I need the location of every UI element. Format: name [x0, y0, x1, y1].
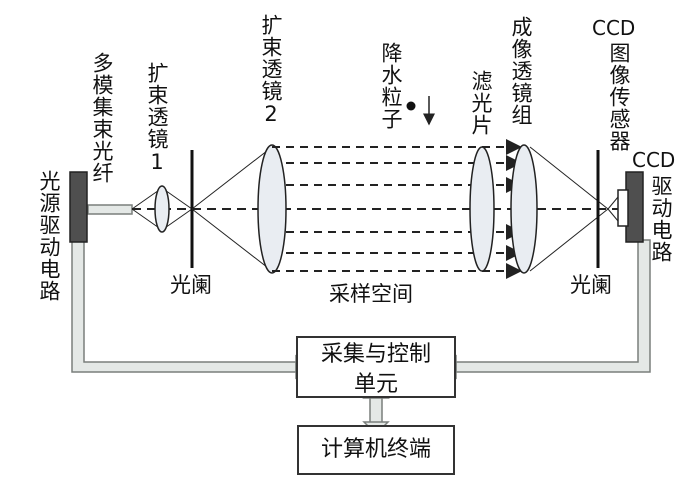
- parallel-rays: [272, 139, 522, 279]
- expander-lens-2: [257, 144, 287, 274]
- label-ccd-sensor: 图像传感器: [607, 42, 631, 152]
- light-source-block: [69, 171, 88, 243]
- terminal-box: 计算机终端: [297, 425, 455, 475]
- label-light-driver: 光源驱动电路: [37, 170, 61, 302]
- imaging-lens-group: [510, 144, 538, 274]
- control-unit-line2: 单元: [353, 372, 398, 397]
- beam-expanding: [191, 146, 273, 272]
- label-ccd-driver-top: CCD: [632, 148, 676, 172]
- label-ccd-sensor-top: CCD: [592, 16, 636, 40]
- label-precipitation-particles: 降水粒子: [379, 42, 403, 130]
- ccd-sensor-chip: [617, 189, 629, 227]
- label-ccd-driver: 驱动电路: [649, 175, 673, 263]
- beam-converging: [529, 146, 619, 272]
- control-unit-line1: 采集与控制: [320, 342, 431, 367]
- label-sampling-space: 采样空间: [329, 282, 413, 306]
- pipe-left: [71, 239, 297, 373]
- label-multimode-fiber: 多模集束光纤: [90, 52, 114, 184]
- filter-element: [469, 146, 495, 272]
- pipe-fiber: [87, 204, 133, 215]
- label-expander-lens-1: 扩束透镜1: [145, 62, 169, 175]
- control-unit-box: 采集与控制 单元: [296, 336, 456, 398]
- label-expander-lens-2: 扩束透镜2: [259, 14, 283, 127]
- particle-dot: [406, 101, 416, 111]
- label-filter: 滤光片: [469, 70, 493, 136]
- expander-lens-1: [154, 185, 170, 233]
- label-imaging-lens-group: 成像透镜组: [509, 16, 533, 126]
- terminal-label: 计算机终端: [320, 437, 431, 462]
- label-aperture-right: 光阑: [570, 273, 612, 297]
- label-aperture-left: 光阑: [170, 273, 212, 297]
